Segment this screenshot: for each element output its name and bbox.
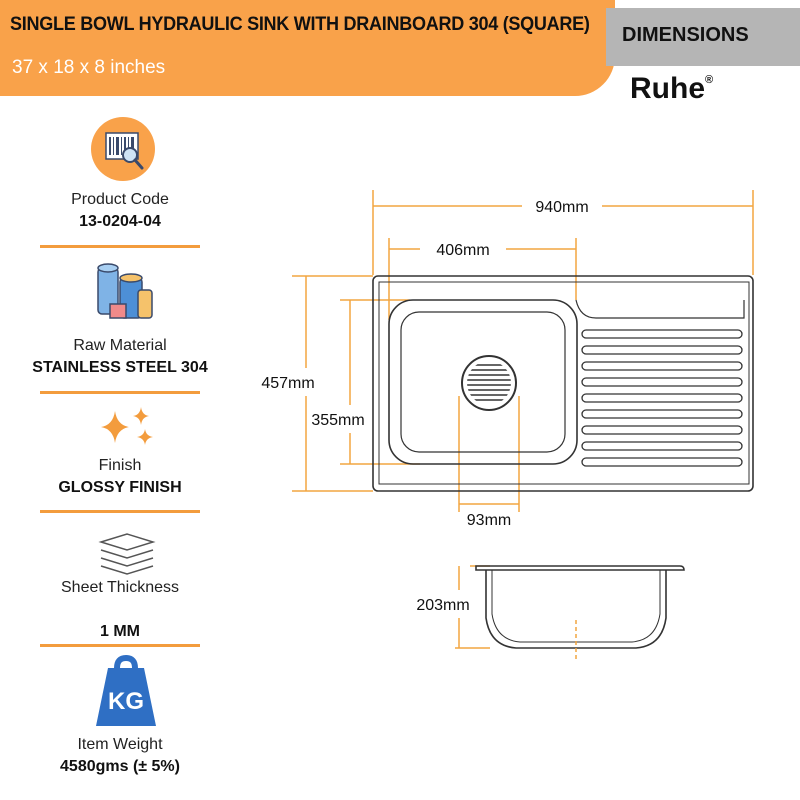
dim-drain-diameter: 93mm xyxy=(467,512,511,529)
sheet-thickness-block: Sheet Thickness xyxy=(0,579,240,597)
header-banner: SINGLE BOWL HYDRAULIC SINK WITH DRAINBOA… xyxy=(0,0,615,96)
dimensions-tab: DIMENSIONS xyxy=(606,8,800,66)
sheet-thickness-label: Sheet Thickness xyxy=(61,579,179,596)
product-size: 37 x 18 x 8 inches xyxy=(12,57,166,78)
finish-block: Finish GLOSSY FINISH xyxy=(0,457,240,497)
raw-material-value: STAINLESS STEEL 304 xyxy=(32,359,208,376)
dim-total-depth: 457mm xyxy=(261,375,314,392)
product-title: SINGLE BOWL HYDRAULIC SINK WITH DRAINBOA… xyxy=(10,14,590,35)
raw-material-label: Raw Material xyxy=(73,337,167,354)
finish-label: Finish xyxy=(98,457,142,474)
registered-mark: ® xyxy=(705,74,714,86)
sparkle-icon xyxy=(101,407,153,445)
dimensions-label: DIMENSIONS xyxy=(622,24,749,46)
product-code-value: 13-0204-04 xyxy=(79,213,161,230)
divider xyxy=(40,510,200,513)
item-weight-label: Item Weight xyxy=(77,736,163,753)
brand-name: Ruhe xyxy=(630,72,705,105)
weight-icon-text: KG xyxy=(108,688,144,715)
weight-icon: KG xyxy=(96,654,156,726)
divider xyxy=(40,644,200,647)
brand-logo: Ruhe® xyxy=(630,72,713,106)
dim-bowl-height: 203mm xyxy=(416,597,469,614)
sheet-thickness-value: 1 MM xyxy=(100,623,140,640)
product-code-block: Product Code 13-0204-04 xyxy=(0,191,240,231)
drain-icon xyxy=(461,355,517,411)
divider xyxy=(40,391,200,394)
sheet-thickness-value-block: 1 MM xyxy=(0,619,240,641)
dim-total-width: 940mm xyxy=(535,199,588,216)
raw-material-icon xyxy=(97,263,153,319)
item-weight-value: 4580gms (± 5%) xyxy=(60,758,180,775)
item-weight-block: Item Weight 4580gms (± 5%) xyxy=(0,736,240,776)
product-code-label: Product Code xyxy=(71,191,169,208)
raw-material-block: Raw Material STAINLESS STEEL 304 xyxy=(0,337,240,377)
finish-value: GLOSSY FINISH xyxy=(58,479,182,496)
dim-bowl-width: 406mm xyxy=(436,242,489,259)
dim-bowl-depth: 355mm xyxy=(311,412,364,429)
barcode-icon xyxy=(91,117,155,181)
sheets-icon xyxy=(98,533,156,575)
divider xyxy=(40,245,200,248)
